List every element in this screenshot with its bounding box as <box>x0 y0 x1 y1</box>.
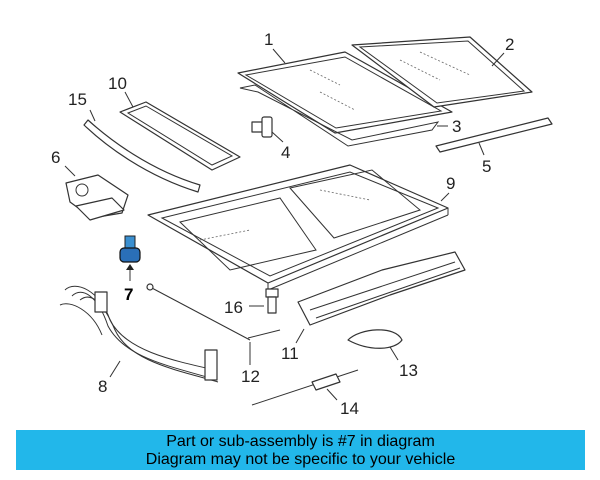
part-2-rear-glass <box>351 36 533 108</box>
callout-6: 6 <box>51 148 60 167</box>
banner-line-2: Diagram may not be specific to your vehi… <box>145 451 456 468</box>
callout-3: 3 <box>452 117 461 136</box>
callout-12: 12 <box>241 367 260 386</box>
callout-16: 16 <box>224 298 243 317</box>
callout-13: 13 <box>399 361 418 380</box>
callout-7: 7 <box>124 285 133 304</box>
banner-line-1: Part or sub-assembly is #7 in diagram <box>166 433 435 450</box>
part-12-cable <box>146 283 281 341</box>
callout-5: 5 <box>482 157 491 176</box>
part-10-deflector <box>119 101 241 171</box>
part-5-weatherstrip <box>435 117 553 153</box>
callout-11: 11 <box>281 344 299 363</box>
part-7-arrow <box>126 264 134 281</box>
callout-14: 14 <box>340 399 359 418</box>
callout-4: 4 <box>281 143 290 162</box>
part-13-bracket <box>347 329 403 349</box>
part-8-cable-assembly <box>59 285 219 383</box>
callout-1: 1 <box>264 30 273 49</box>
callout-15: 15 <box>68 90 87 109</box>
part-1-glass-panel <box>237 51 453 134</box>
part-7-grommet <box>119 235 141 263</box>
callout-2: 2 <box>505 35 514 54</box>
info-banner: Part or sub-assembly is #7 in diagram Di… <box>16 430 585 470</box>
part-3-seal <box>239 84 440 147</box>
part-6-motor <box>65 174 129 221</box>
callout-8: 8 <box>98 377 107 396</box>
part-16-screw <box>265 288 279 314</box>
callout-10: 10 <box>108 74 127 93</box>
part-14-rod <box>251 369 359 406</box>
callout-9: 9 <box>446 174 455 193</box>
part-4-bolt <box>251 116 273 138</box>
part-15-seal-strip <box>83 119 201 193</box>
parts-diagram: 1 2 3 4 5 6 7 8 9 10 11 12 13 14 15 16 <box>51 30 553 418</box>
part-9-frame <box>147 164 449 291</box>
part-11-track <box>297 251 466 326</box>
